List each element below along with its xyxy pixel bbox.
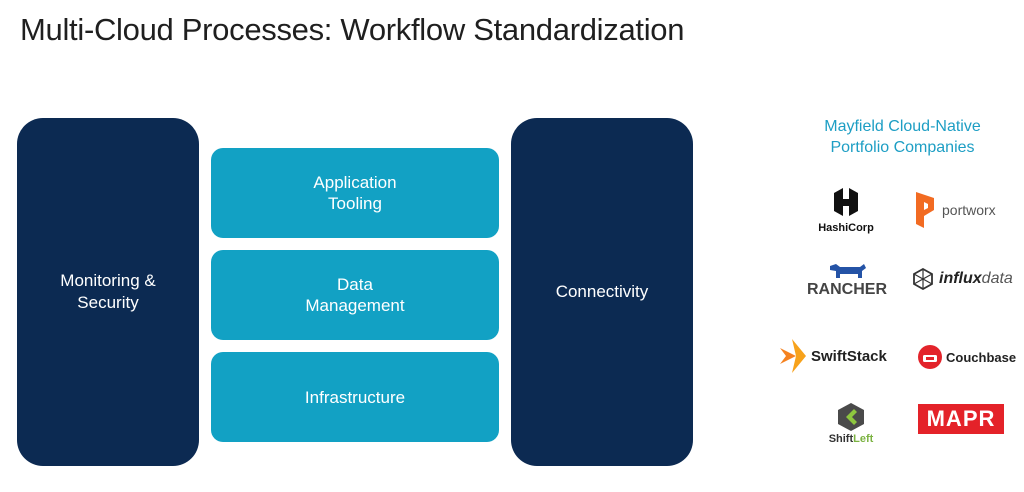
couchbase-icon <box>918 345 942 369</box>
influxdata-label-part1: influx <box>939 270 982 287</box>
pillar-label-line1: Monitoring & <box>60 271 156 290</box>
shiftleft-label-part1: Shift <box>828 433 854 445</box>
swiftstack-icon <box>780 339 806 373</box>
layer-label-line1: Application <box>313 173 397 192</box>
rancher-label: RANCHER <box>807 281 887 298</box>
layer-label-line2: Management <box>305 296 405 315</box>
hashicorp-logo: HashiCorp <box>814 186 878 240</box>
infrastructure-layer: Infrastructure <box>211 352 499 442</box>
portfolio-heading-line1: Mayfield Cloud-Native <box>824 118 981 135</box>
portworx-logo: portworx <box>914 190 996 230</box>
shiftleft-label: ShiftLeft <box>829 433 874 445</box>
hashicorp-label: HashiCorp <box>818 222 874 234</box>
portworx-icon <box>916 192 934 228</box>
influxdata-logo: influxdata <box>912 268 1013 290</box>
mapr-label: MAPR <box>926 406 996 431</box>
swiftstack-logo: SwiftStack <box>778 338 887 374</box>
slide-title: Multi-Cloud Processes: Workflow Standard… <box>20 12 685 47</box>
shiftleft-icon <box>838 403 864 431</box>
rancher-icon <box>830 264 866 278</box>
portfolio-heading-line2: Portfolio Companies <box>830 139 975 156</box>
influxdata-icon <box>913 268 933 290</box>
pillar-label-line2: Security <box>77 293 139 312</box>
swiftstack-label: SwiftStack <box>811 347 887 365</box>
shiftleft-label-part2: Left <box>853 433 874 445</box>
mapr-logo: MAPR <box>918 404 1004 434</box>
couchbase-label: Couchbase <box>946 349 1017 365</box>
shiftleft-logo: ShiftLeft <box>818 402 884 445</box>
portfolio-heading: Mayfield Cloud-Native Portfolio Companie… <box>800 116 1005 158</box>
influxdata-label-part2: data <box>981 270 1013 287</box>
hashicorp-icon <box>834 188 858 216</box>
connectivity-pillar: Connectivity <box>511 118 693 466</box>
monitoring-security-pillar: Monitoring & Security <box>17 118 199 466</box>
application-tooling-layer: Application Tooling <box>211 148 499 238</box>
rancher-logo: RANCHER <box>806 262 888 299</box>
layer-label-line2: Tooling <box>328 194 382 213</box>
pillar-label: Connectivity <box>555 282 649 301</box>
layer-label-line1: Data <box>337 275 373 294</box>
couchbase-logo: Couchbase <box>917 344 1016 370</box>
layer-label-line1: Infrastructure <box>304 387 406 407</box>
portworx-label: portworx <box>942 202 996 218</box>
data-management-layer: Data Management <box>211 250 499 340</box>
influxdata-label: influxdata <box>939 270 1013 288</box>
